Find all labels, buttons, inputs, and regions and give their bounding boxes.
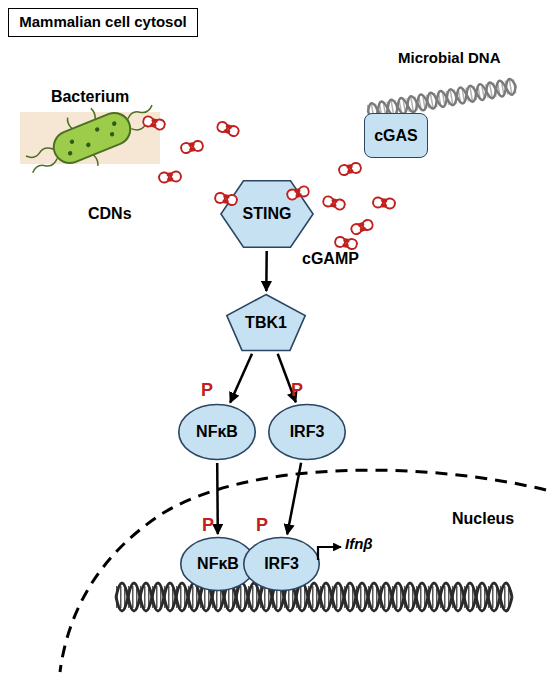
node-label: NFκB [197, 555, 239, 573]
cgamp-label: cGAMP [302, 250, 359, 268]
tbk1-pentagon: TBK1 [226, 294, 306, 351]
phospho-mark: P [201, 381, 213, 401]
irf3-nuclear-ellipse: IRF3 [243, 537, 320, 591]
node-shape [244, 538, 319, 591]
node-label: IRF3 [290, 423, 325, 441]
bacterium-illustration [18, 87, 165, 190]
arrow-connector [216, 463, 219, 534]
nfkb-ellipse: NFκB [178, 404, 256, 460]
arrow-connector [230, 354, 252, 403]
node-label: Mammalian cell cytosol [19, 14, 187, 31]
node-label: TBK1 [245, 314, 287, 332]
node-label: Bacterium [20, 88, 160, 106]
irf3-ellipse: IRF3 [268, 404, 346, 460]
arrow-connector [265, 251, 268, 291]
arrow-connector [287, 463, 301, 535]
dna-label: Microbial DNA [398, 50, 501, 67]
node-label: NFκB [196, 423, 238, 441]
transcription-arrow [318, 547, 341, 560]
phospho-mark: P [256, 516, 268, 536]
compartment-label: Nucleus [452, 510, 514, 528]
nucleus-boundary [60, 470, 546, 672]
node-shape [221, 181, 313, 248]
node-label: STING [243, 205, 292, 223]
title-box: Mammalian cell cytosol [8, 8, 198, 37]
cgas-box: cGAS [364, 113, 428, 158]
cyclic-dinucleotides [142, 115, 395, 250]
node-shape [227, 295, 305, 351]
node-label: IRF3 [264, 555, 299, 573]
phospho-mark: P [291, 381, 303, 401]
genomic-dna-helix [116, 583, 512, 611]
node-shape [179, 405, 255, 460]
cdn-label: CDNs [88, 205, 132, 223]
node-label: cGAS [374, 127, 418, 145]
gene-label: Ifnβ [345, 536, 373, 553]
phospho-mark: P [202, 516, 214, 536]
node-shape [269, 405, 345, 460]
